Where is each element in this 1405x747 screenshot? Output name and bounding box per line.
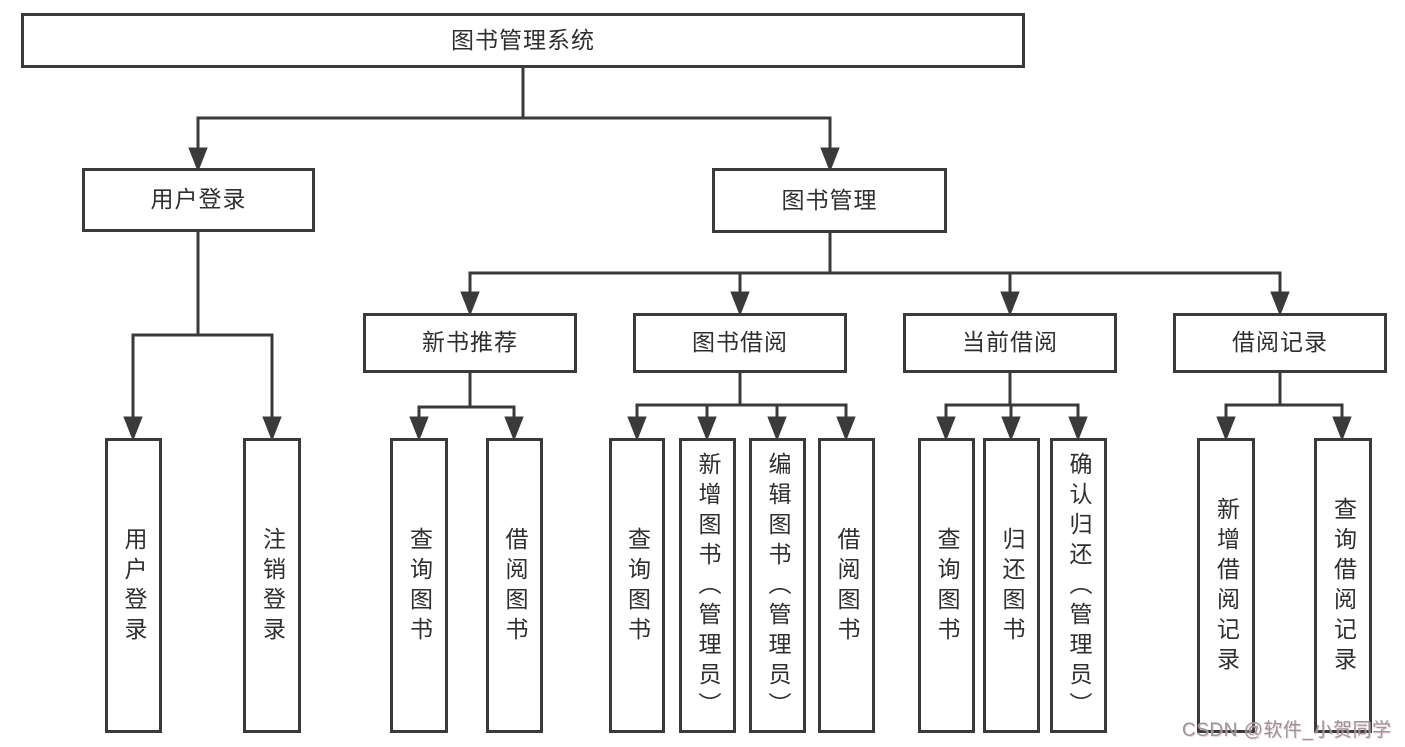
connector-records-to-leaves <box>1216 372 1352 442</box>
leaf-query-borrow-record: 查询借阅记录 <box>1314 438 1372 733</box>
leaf-query-books-current: 查询图书 <box>918 438 975 733</box>
arrowhead <box>936 416 956 442</box>
arrowhead <box>1332 416 1352 442</box>
node-library-management-system: 图书管理系统 <box>21 13 1025 68</box>
arrowhead <box>1000 291 1020 317</box>
node-book-management: 图书管理 <box>712 168 947 233</box>
arrowhead <box>188 147 208 173</box>
csdn-watermark: CSDN @软件_小贺同学 <box>1182 720 1392 741</box>
leaf-add-borrow-record: 新增借阅记录 <box>1197 438 1255 733</box>
arrowhead <box>409 416 429 442</box>
arrowhead <box>1068 416 1088 442</box>
arrowhead <box>820 147 840 173</box>
leaf-query-books-recommend: 查询图书 <box>390 438 448 733</box>
leaf-edit-book-admin: 编辑图书（管理员） <box>749 438 806 733</box>
arrowhead <box>730 291 750 317</box>
connector-bookborrow-to-leaves <box>627 372 856 442</box>
arrowhead <box>1216 416 1236 442</box>
leaf-logout: 注销登录 <box>243 438 301 733</box>
arrowhead <box>504 416 524 442</box>
leaf-borrow-books-recommend: 借阅图书 <box>486 438 543 733</box>
connector-root-to-level2 <box>188 67 840 173</box>
arrowhead <box>697 416 717 442</box>
leaf-user-login: 用户登录 <box>105 438 162 733</box>
node-borrowing-records: 借阅记录 <box>1173 313 1387 373</box>
node-user-login: 用户登录 <box>82 168 315 232</box>
connector-newbook-to-leaves <box>409 372 524 442</box>
leaf-return-book: 归还图书 <box>983 438 1040 733</box>
arrowhead <box>1270 291 1290 317</box>
node-current-borrowing: 当前借阅 <box>903 313 1117 373</box>
leaf-borrow-books-borrowing: 借阅图书 <box>818 438 875 733</box>
arrowhead <box>767 416 787 442</box>
leaf-query-books-borrowing: 查询图书 <box>609 438 665 733</box>
arrowhead <box>1001 416 1021 442</box>
arrowhead <box>262 416 282 442</box>
arrowhead <box>460 291 480 317</box>
node-new-book-recommend: 新书推荐 <box>363 313 577 373</box>
leaf-confirm-return-admin: 确认归还（管理员） <box>1050 438 1107 733</box>
arrowhead <box>836 416 856 442</box>
connector-currentborrow-to-leaves <box>936 372 1088 442</box>
leaf-add-book-admin: 新增图书（管理员） <box>679 438 736 733</box>
node-book-borrowing: 图书借阅 <box>633 313 847 373</box>
arrowhead <box>123 416 143 442</box>
connector-bookmgmt-to-level3 <box>460 232 1290 317</box>
arrowhead <box>627 416 647 442</box>
connector-userlogin-to-leaves <box>123 231 282 442</box>
